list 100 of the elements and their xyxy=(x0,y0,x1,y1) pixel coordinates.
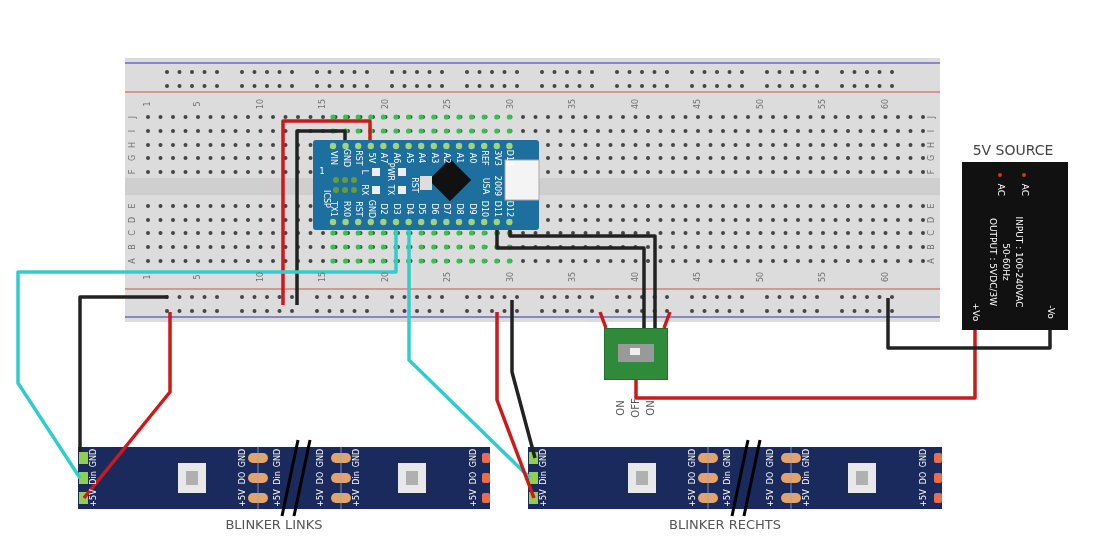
pin-label: DO xyxy=(470,471,478,485)
board-marking: L xyxy=(360,169,368,175)
pin-label: RX0 xyxy=(341,200,350,218)
pin-label: D8 xyxy=(455,203,463,215)
wire xyxy=(295,129,347,305)
pin-label: DO xyxy=(689,471,697,485)
microcontroller-board xyxy=(313,140,539,230)
pin-label: Din xyxy=(724,471,732,485)
column-number: 25 xyxy=(444,98,452,110)
pin-label: RST xyxy=(354,150,363,166)
pin-label: GND xyxy=(353,448,361,468)
pin-label: REF xyxy=(480,150,489,166)
column-number: 30 xyxy=(506,271,515,283)
pin-label: A6 xyxy=(392,152,400,164)
row-letter: B xyxy=(928,244,936,250)
column-number: 60 xyxy=(881,98,890,110)
pin-label: D10 xyxy=(480,200,489,218)
row-letter: A xyxy=(129,258,137,264)
pin-label: Din xyxy=(540,471,548,485)
rating-text: OUTPUT : 5VDC/3W xyxy=(987,217,997,307)
row-letter: F xyxy=(928,169,936,175)
column-number: 40 xyxy=(631,271,640,283)
row-letter: H xyxy=(928,142,936,148)
wire xyxy=(495,312,536,499)
wire xyxy=(78,295,168,452)
pin-label: A4 xyxy=(417,152,426,164)
pin-label: +5V xyxy=(767,489,775,507)
pin-label: A3 xyxy=(429,152,438,164)
board-marking: RX xyxy=(360,184,368,196)
row-letter: E xyxy=(129,203,137,209)
pin-label: GND xyxy=(274,448,282,468)
pin-label: DO xyxy=(317,471,325,485)
row-letter: D xyxy=(129,216,137,224)
pin-label: D9 xyxy=(467,203,476,215)
pin-label: GND xyxy=(317,448,325,468)
pin-label: GND xyxy=(341,148,350,168)
pin-label: A7 xyxy=(379,152,388,164)
component-caption: BLINKER LINKS xyxy=(225,517,323,531)
pin-label: Din xyxy=(353,471,361,485)
wire xyxy=(16,230,398,479)
pin-label: +5V xyxy=(317,489,325,507)
pin-label: TX1 xyxy=(329,201,337,217)
column-number: 45 xyxy=(694,271,702,283)
switch-position-label: OFF xyxy=(631,398,641,418)
terminal-label: +Vo xyxy=(970,302,980,322)
row-letter: J xyxy=(129,115,137,119)
board-marking: ICSP xyxy=(322,190,330,208)
column-number: 55 xyxy=(819,271,827,283)
pin-label: D4 xyxy=(404,203,413,215)
pin-label: GND xyxy=(366,199,375,219)
pin-label: GND xyxy=(803,448,811,468)
pin-label: Din xyxy=(90,471,98,485)
led-strip xyxy=(78,447,490,509)
pin-label: +5V xyxy=(920,489,928,507)
pin-label: +5V xyxy=(239,489,247,507)
column-number: 20 xyxy=(381,98,390,110)
pin-label: GND xyxy=(239,448,247,468)
terminal-label: AC xyxy=(995,183,1005,197)
rating-text: 50-60Hz xyxy=(1000,243,1010,281)
row-letter: F xyxy=(129,169,137,175)
board-marking: 2009 xyxy=(493,175,501,197)
pin-label: D7 xyxy=(442,203,451,215)
pin-label: Din xyxy=(803,471,811,485)
column-number: 10 xyxy=(256,271,265,283)
power-supply-module xyxy=(962,162,1068,330)
wire xyxy=(281,119,372,305)
pin-label: DO xyxy=(767,471,775,485)
pin-label: RST xyxy=(354,201,363,217)
pin-label: +5V xyxy=(540,489,548,507)
row-letter: E xyxy=(928,203,936,209)
row-letter: B xyxy=(129,244,137,250)
column-number: 45 xyxy=(694,98,702,110)
rating-text: INPUT : 100-240VAC xyxy=(1013,216,1023,308)
pin-label: GND xyxy=(470,448,478,468)
pin-label: +5V xyxy=(689,489,697,507)
row-letter: C xyxy=(928,230,936,236)
wire xyxy=(886,298,1052,350)
led-strip xyxy=(528,447,942,509)
pin-label: +5V xyxy=(470,489,478,507)
column-number: 15 xyxy=(319,98,327,110)
column-number: 5 xyxy=(194,101,202,107)
component-caption: 5V SOURCE xyxy=(972,143,1054,157)
pin-label: DO xyxy=(239,471,247,485)
pin-label: D12 xyxy=(505,200,514,218)
row-letter: G xyxy=(129,154,137,162)
board-marking: RST xyxy=(410,177,418,193)
row-letter: J xyxy=(928,115,936,119)
breadboard xyxy=(125,58,940,322)
column-number: 50 xyxy=(756,98,765,110)
board-marking: 1 xyxy=(319,168,325,176)
board-marking: PWR xyxy=(386,162,394,182)
row-letter: D xyxy=(928,216,936,224)
column-number: 1 xyxy=(144,274,152,280)
component-caption: BLINKER RECHTS xyxy=(669,517,781,531)
column-number: 35 xyxy=(569,271,577,283)
column-number: 30 xyxy=(506,98,515,110)
pin-label: +5V xyxy=(724,489,732,507)
row-letter: H xyxy=(129,142,137,148)
switch-position-label: ON xyxy=(616,400,626,416)
pin-label: A2 xyxy=(442,152,451,164)
